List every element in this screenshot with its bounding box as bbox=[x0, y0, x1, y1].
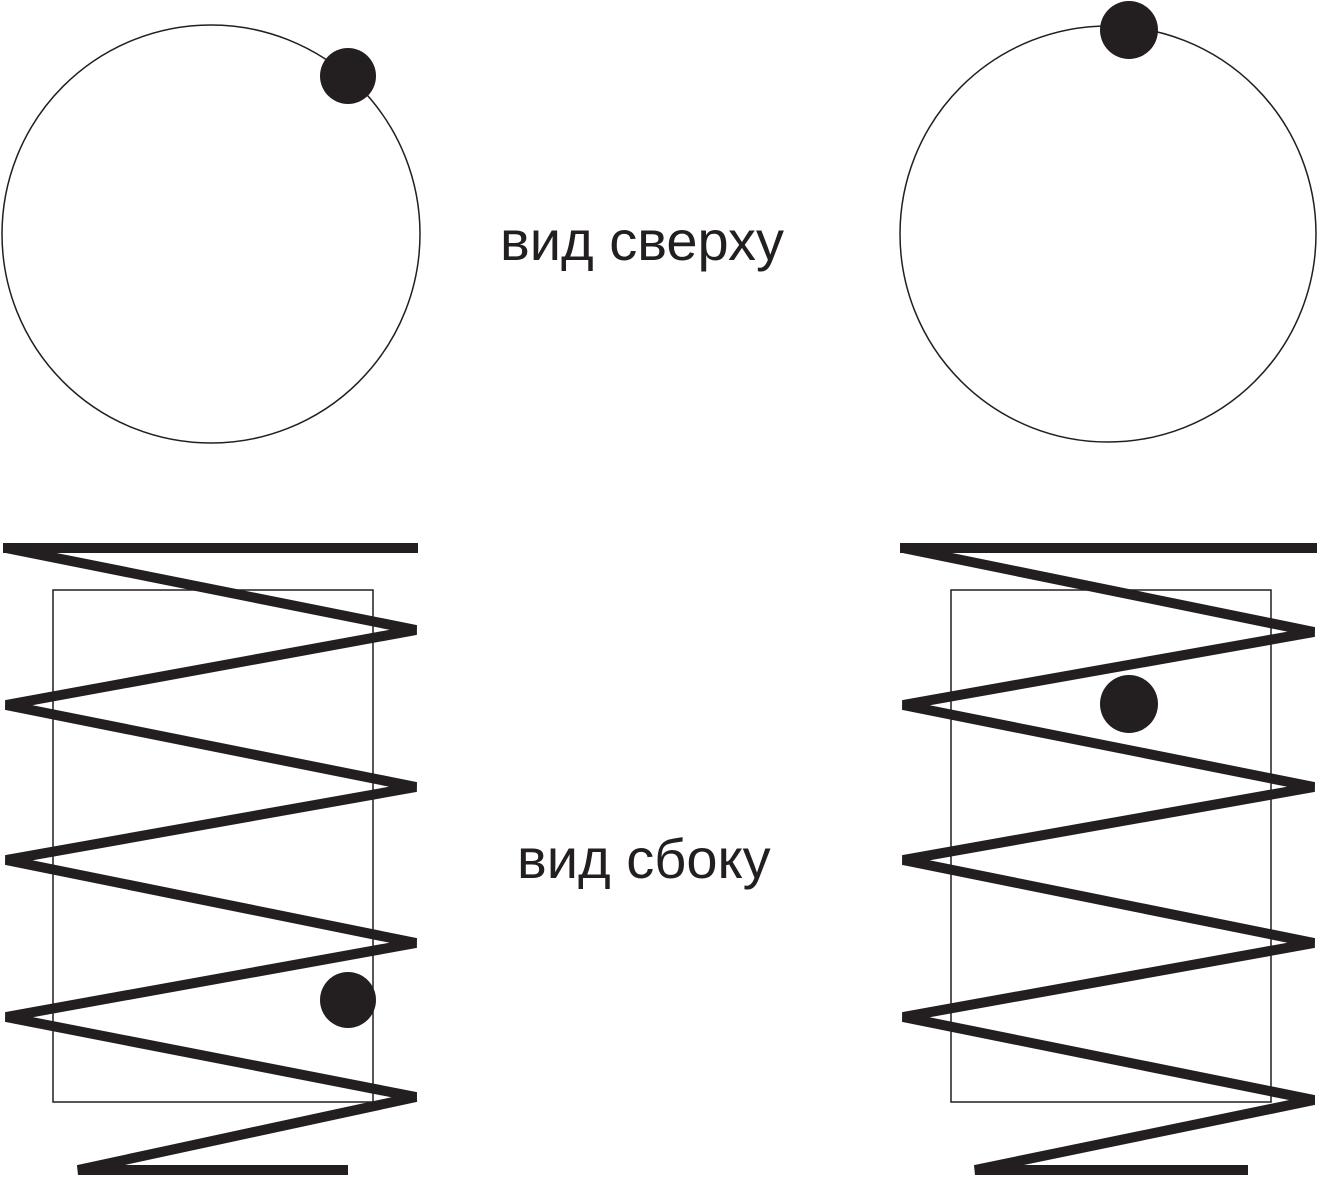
top-view-left bbox=[1, 24, 421, 444]
ball-left-side bbox=[320, 972, 376, 1028]
spring-zigzag-right bbox=[901, 543, 1316, 1175]
coil-circle-left bbox=[1, 24, 421, 444]
coil-circle-right bbox=[899, 25, 1317, 443]
side-view-label: вид сбоку bbox=[517, 827, 771, 890]
ball-left-top bbox=[320, 48, 376, 104]
side-view-left bbox=[3, 543, 418, 1175]
top-view-label: вид сверху bbox=[500, 209, 784, 272]
top-view-right bbox=[899, 1, 1317, 443]
ball-right-top bbox=[1100, 1, 1158, 59]
ball-right-side bbox=[1100, 675, 1158, 733]
spring-zigzag-left bbox=[5, 543, 418, 1175]
side-view-right bbox=[900, 543, 1317, 1175]
